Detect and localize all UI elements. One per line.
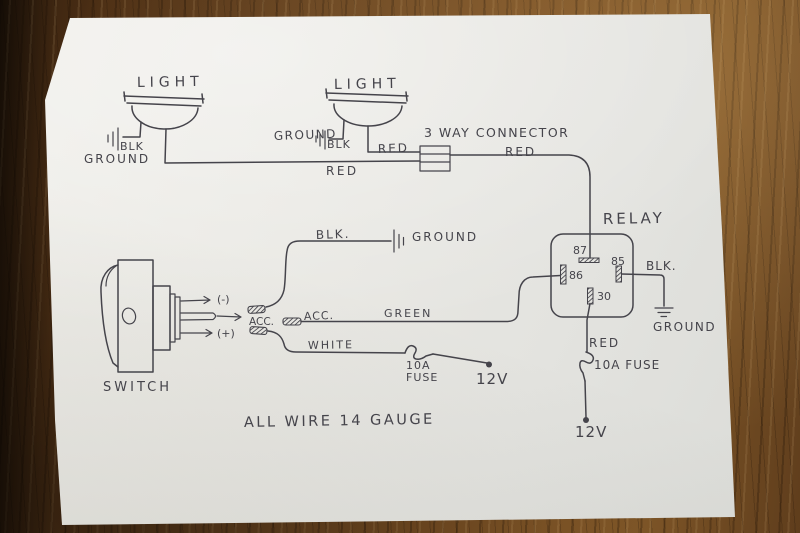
switch-indicator-oval xyxy=(121,307,137,325)
white-fuse-label-amps: 10A xyxy=(406,359,431,372)
positive-terminal-arrow xyxy=(180,328,213,338)
green-accessory-branch: ACC. GREEN xyxy=(300,274,562,323)
fuse-symbol-icon xyxy=(579,351,595,382)
green-acc-label: ACC. xyxy=(304,309,335,323)
fuse-symbol-icon xyxy=(404,344,434,360)
connector-box xyxy=(419,145,451,172)
light-right-wire-label: BLK xyxy=(327,138,351,151)
light-left-ground-label: GROUND xyxy=(84,152,150,166)
relay-ground-wire-label: BLK. xyxy=(646,259,677,273)
black-wire-label: BLK. xyxy=(316,227,351,242)
relay-ground-label: GROUND xyxy=(653,320,716,334)
ground-stub-wire xyxy=(328,119,345,140)
relay-fuse-label: 10A FUSE xyxy=(594,358,660,372)
red-feed-wires: RED RED RED xyxy=(164,125,591,259)
crimp-connectors xyxy=(247,304,302,335)
wire-right-light-to-connector xyxy=(367,125,421,153)
relay-pin-85-terminal xyxy=(615,265,622,283)
white-power-terminal-label: 12V xyxy=(476,370,508,388)
ground-stub-wire xyxy=(122,121,142,138)
white-fuse-label: FUSE xyxy=(406,371,438,384)
ground-symbol-icon xyxy=(107,127,119,151)
switch-label: SWITCH xyxy=(103,380,172,395)
relay-power-wire-upper xyxy=(586,302,591,353)
relay-pin-87-label: 87 xyxy=(573,244,587,257)
green-wire-label: GREEN xyxy=(384,307,432,320)
power-terminal-dot xyxy=(583,417,589,423)
connector-label: 3 WAY CONNECTOR xyxy=(424,125,569,140)
black-wire xyxy=(265,240,392,308)
white-wire xyxy=(267,330,406,354)
switch-positive-label: (+) xyxy=(217,327,235,340)
ground-symbol-icon xyxy=(315,130,326,150)
crimp-connector-icon xyxy=(282,317,302,326)
relay-symbol: RELAY 87 86 85 30 BLK. GROUND RED 10A FU… xyxy=(550,209,716,441)
switch-bezel xyxy=(152,285,171,351)
power-terminal-dot xyxy=(486,361,492,368)
relay-pin-30-terminal xyxy=(587,287,594,305)
wire-label-red: RED xyxy=(505,145,536,159)
connector-inner-lines xyxy=(419,153,451,163)
switch-negative-label: (-) xyxy=(217,293,230,306)
light-dome xyxy=(333,103,403,127)
ground-symbol-icon xyxy=(654,307,674,318)
black-ground-label: GROUND xyxy=(412,230,478,244)
light-left-symbol: LIGHT BLK GROUND xyxy=(84,74,205,166)
relay-label: RELAY xyxy=(603,209,665,228)
wire-connector-to-relay xyxy=(449,154,591,259)
wire-label-red: RED xyxy=(326,164,359,178)
ground-symbol-icon xyxy=(393,229,405,253)
crimp-connector-icon xyxy=(247,304,266,314)
switch-symbol: (-) ACC. (+) SWITCH xyxy=(100,259,274,395)
white-power-branch: WHITE 10A FUSE 12V xyxy=(267,330,508,388)
switch-rocker-inner-line xyxy=(105,265,117,287)
light-left-label: LIGHT xyxy=(137,74,204,91)
lens-lines xyxy=(123,95,205,107)
relay-power-terminal-label: 12V xyxy=(575,423,607,441)
wire-left-light-to-connector xyxy=(164,128,421,164)
crimp-connector-icon xyxy=(249,326,268,335)
light-left-wire-label: BLK xyxy=(120,140,144,153)
relay-pin-85-label: 85 xyxy=(611,255,625,268)
wire-label-red: RED xyxy=(378,141,410,156)
white-wire-after-fuse xyxy=(432,353,488,364)
switch-rocker xyxy=(100,264,119,368)
three-way-connector-symbol: 3 WAY CONNECTOR xyxy=(419,125,569,172)
lens-lines xyxy=(325,92,409,104)
relay-power-wire-lower xyxy=(584,380,587,418)
relay-pin-86-label: 86 xyxy=(569,269,583,282)
light-dome xyxy=(131,105,199,130)
light-right-ground-label: GROUND xyxy=(274,127,338,143)
relay-power-wire-label: RED xyxy=(589,336,620,350)
relay-ground-wire xyxy=(620,273,665,307)
wire-gauge-note: ALL WIRE 14 GAUGE xyxy=(244,412,435,431)
negative-terminal-arrow xyxy=(180,295,211,305)
switch-accessory-label: ACC. xyxy=(249,316,274,328)
relay-pin-87-terminal xyxy=(578,257,600,263)
relay-pin-86-terminal xyxy=(560,264,567,285)
white-wire-label: WHITE xyxy=(308,338,354,352)
switch-stack-2 xyxy=(174,296,181,340)
light-right-label: LIGHT xyxy=(334,76,401,93)
black-ground-branch: BLK. GROUND xyxy=(265,227,478,308)
accessory-terminal-blade-arrow xyxy=(180,312,242,322)
light-right-symbol: LIGHT GROUND BLK xyxy=(274,76,409,151)
relay-pin-30-label: 30 xyxy=(597,290,611,303)
green-wire xyxy=(300,274,562,323)
